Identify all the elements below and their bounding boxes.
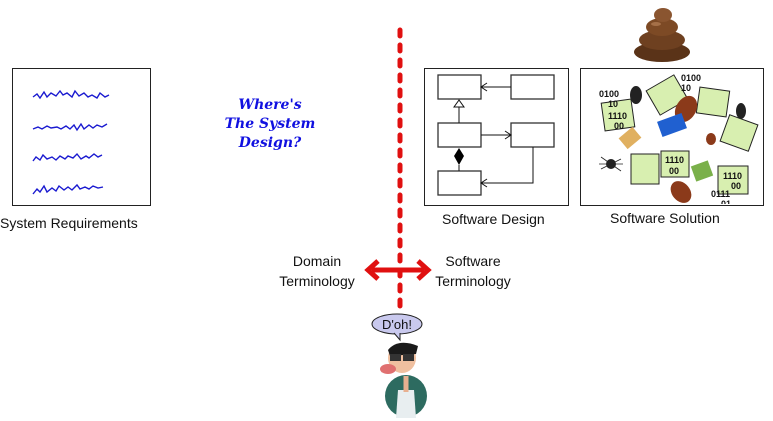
term-line: Software xyxy=(445,253,501,269)
class-box xyxy=(437,170,482,196)
software-terminology-label: Software Terminology xyxy=(426,251,520,291)
term-line: Domain xyxy=(292,253,342,269)
binary-text: 1110 xyxy=(723,171,742,181)
term-line: Terminology xyxy=(435,273,511,289)
scribble-icon xyxy=(32,89,110,195)
chip-icon xyxy=(618,126,642,150)
uml-class-diagram xyxy=(437,74,555,196)
bugs-and-binary-illustration: 0100 10 1110 00 0111 01 1110 00 0100 10 … xyxy=(599,73,759,209)
binary-text: 0100 xyxy=(599,89,619,99)
solution-label: Software Solution xyxy=(610,210,720,226)
binary-text: 0111 xyxy=(711,189,730,199)
binary-text: 00 xyxy=(731,181,741,191)
question-line: Design? xyxy=(238,135,302,151)
double-arrow-icon xyxy=(364,259,432,281)
binary-text: 01 xyxy=(721,199,731,204)
chip-icon xyxy=(690,160,714,182)
binary-text: 10 xyxy=(681,83,691,93)
binary-text: 00 xyxy=(614,121,624,131)
speech-bubble: D'oh! xyxy=(371,313,423,342)
question-text: Where's The System Design? xyxy=(215,96,325,153)
software-design-diagram xyxy=(424,68,569,206)
question-line: The System xyxy=(224,116,316,132)
class-box xyxy=(437,122,482,148)
speech-text: D'oh! xyxy=(382,317,412,332)
binary-text: 0100 xyxy=(681,73,701,83)
binary-text: 1110 xyxy=(608,111,627,121)
class-box xyxy=(437,74,482,100)
binary-text: 10 xyxy=(608,99,618,109)
design-label: Software Design xyxy=(442,211,545,227)
bug-icon xyxy=(599,86,746,203)
keyboard-icon xyxy=(657,113,687,137)
poop-icon xyxy=(634,8,690,62)
divider-line xyxy=(397,27,403,315)
binary-text: 1110 xyxy=(665,155,684,165)
domain-terminology-label: Domain Terminology xyxy=(270,251,364,291)
question-line: Where's xyxy=(238,97,302,113)
class-box xyxy=(510,74,555,100)
doh-character-icon xyxy=(380,342,427,418)
requirements-document xyxy=(12,68,151,206)
requirements-label: System Requirements xyxy=(0,215,138,231)
term-line: Terminology xyxy=(279,273,355,289)
class-box xyxy=(510,122,555,148)
software-solution-mess: 0100 10 1110 00 0111 01 1110 00 0100 10 … xyxy=(580,68,764,209)
binary-text: 00 xyxy=(669,166,679,176)
